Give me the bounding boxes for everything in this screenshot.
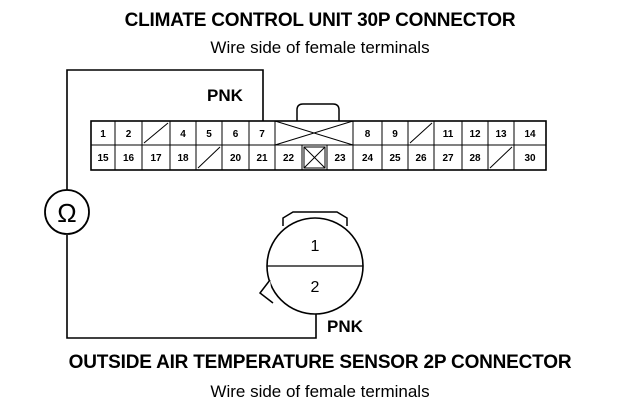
bottom-terminal-label: 24 [362,153,374,164]
wire-to-unit-terminal-7 [66,69,264,190]
top-empty-cavity [143,122,169,144]
bottom-terminal-label: 18 [177,153,189,164]
ohmmeter-icon: Ω [44,189,90,235]
sensor-terminal-1: 1 [311,238,320,255]
top-terminal-label: 12 [469,129,481,140]
bottom-terminal-label: 22 [283,153,295,164]
top-terminal-label: 11 [443,129,454,140]
bottom-terminal-row: 15 16 17 18 20 21 22 23 24 25 26 27 28 30 [97,145,547,170]
top-terminal-label: 13 [495,129,507,140]
sensor-wire-color-label: PNK [327,317,363,336]
top-terminal-label: 8 [365,129,371,140]
bottom-terminal-label: 16 [123,153,135,164]
unit-connector-title: CLIMATE CONTROL UNIT 30P CONNECTOR [124,10,516,31]
top-terminal-label: 2 [126,129,132,140]
bottom-terminal-label: 28 [469,153,481,164]
top-terminal-label: 4 [180,129,186,140]
top-terminal-label: 6 [233,129,239,140]
bottom-empty-cavity [489,146,513,169]
sensor-connector-subtitle: Wire side of female terminals [210,382,430,401]
top-empty-cavity [409,122,433,144]
blocked-cavity-cross [303,146,326,169]
sensor-connector-title: OUTSIDE AIR TEMPERATURE SENSOR 2P CONNEC… [68,352,572,373]
unit-connector-subtitle: Wire side of female terminals [210,38,430,57]
top-terminal-label: 9 [392,129,398,140]
sensor-terminal-2: 2 [311,279,320,296]
bottom-terminal-label: 30 [524,153,536,164]
bottom-terminal-label: 25 [389,153,401,164]
top-terminal-label: 5 [206,129,212,140]
blocked-cavity-cross [274,120,354,146]
bottom-terminal-label: 20 [230,153,242,164]
bottom-terminal-label: 21 [256,153,268,164]
unit-wire-color-label: PNK [207,86,243,105]
sensor-connector-body: 1 2 [258,211,364,315]
top-terminal-label: 7 [259,129,265,140]
top-terminal-label: 14 [524,129,536,140]
bottom-terminal-label: 23 [334,153,346,164]
bottom-terminal-label: 26 [415,153,427,164]
top-terminal-label: 1 [100,129,106,140]
bottom-empty-cavity [197,146,221,169]
bottom-terminal-label: 17 [150,153,162,164]
blocked-cavity-box [303,146,326,169]
ohm-symbol: Ω [57,198,76,228]
bottom-terminal-label: 27 [442,153,454,164]
wire-to-sensor-terminal-2 [66,235,317,339]
bottom-terminal-label: 15 [97,153,109,164]
